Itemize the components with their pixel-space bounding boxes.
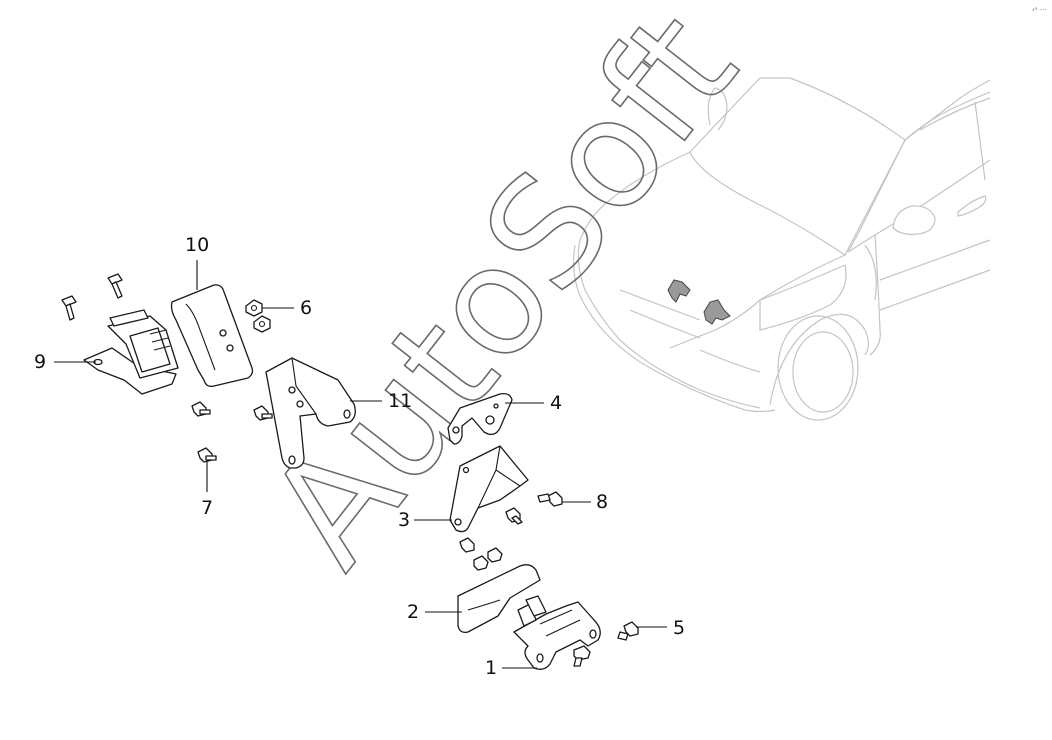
callout-3: 3 <box>398 509 410 531</box>
leader-lines <box>54 260 667 669</box>
callout-7: 7 <box>201 497 213 519</box>
bolt-9a <box>61 295 77 321</box>
part-4-bracket <box>447 392 513 445</box>
part-5-bolt <box>617 621 639 641</box>
corner-mark: ‹ᵒ ··· <box>1032 6 1047 14</box>
callout-5: 5 <box>673 617 685 639</box>
bolt-9b <box>107 273 123 299</box>
part-1-module-bracket <box>513 595 601 670</box>
bolt-1a <box>573 645 591 667</box>
callout-6: 6 <box>300 297 312 319</box>
part-3-bracket <box>449 445 529 533</box>
bolt-3b <box>459 537 475 553</box>
callout-labels: 10 6 9 11 4 7 8 3 2 5 1 <box>34 234 685 679</box>
part-9-module-bracket <box>83 309 179 395</box>
callout-4: 4 <box>550 392 562 414</box>
watermark: AutoSoft <box>236 0 770 597</box>
part-11-bracket <box>265 357 356 469</box>
callout-10: 10 <box>185 234 209 256</box>
part-6-nuts <box>245 299 271 333</box>
callout-2: 2 <box>407 601 419 623</box>
nut-3c <box>473 547 503 571</box>
callout-8: 8 <box>596 491 608 513</box>
location-mark-right <box>703 299 731 325</box>
vehicle-outline <box>572 77 991 421</box>
part-8-bolt <box>537 491 563 507</box>
part-10-module-cover <box>170 284 254 388</box>
callout-1: 1 <box>485 657 497 679</box>
part-2-cover <box>457 564 541 634</box>
callout-9: 9 <box>34 351 46 373</box>
callout-11: 11 <box>388 390 412 412</box>
location-mark-left <box>667 279 691 303</box>
part-7-bolts <box>191 401 273 463</box>
bolt-3a <box>505 507 523 525</box>
